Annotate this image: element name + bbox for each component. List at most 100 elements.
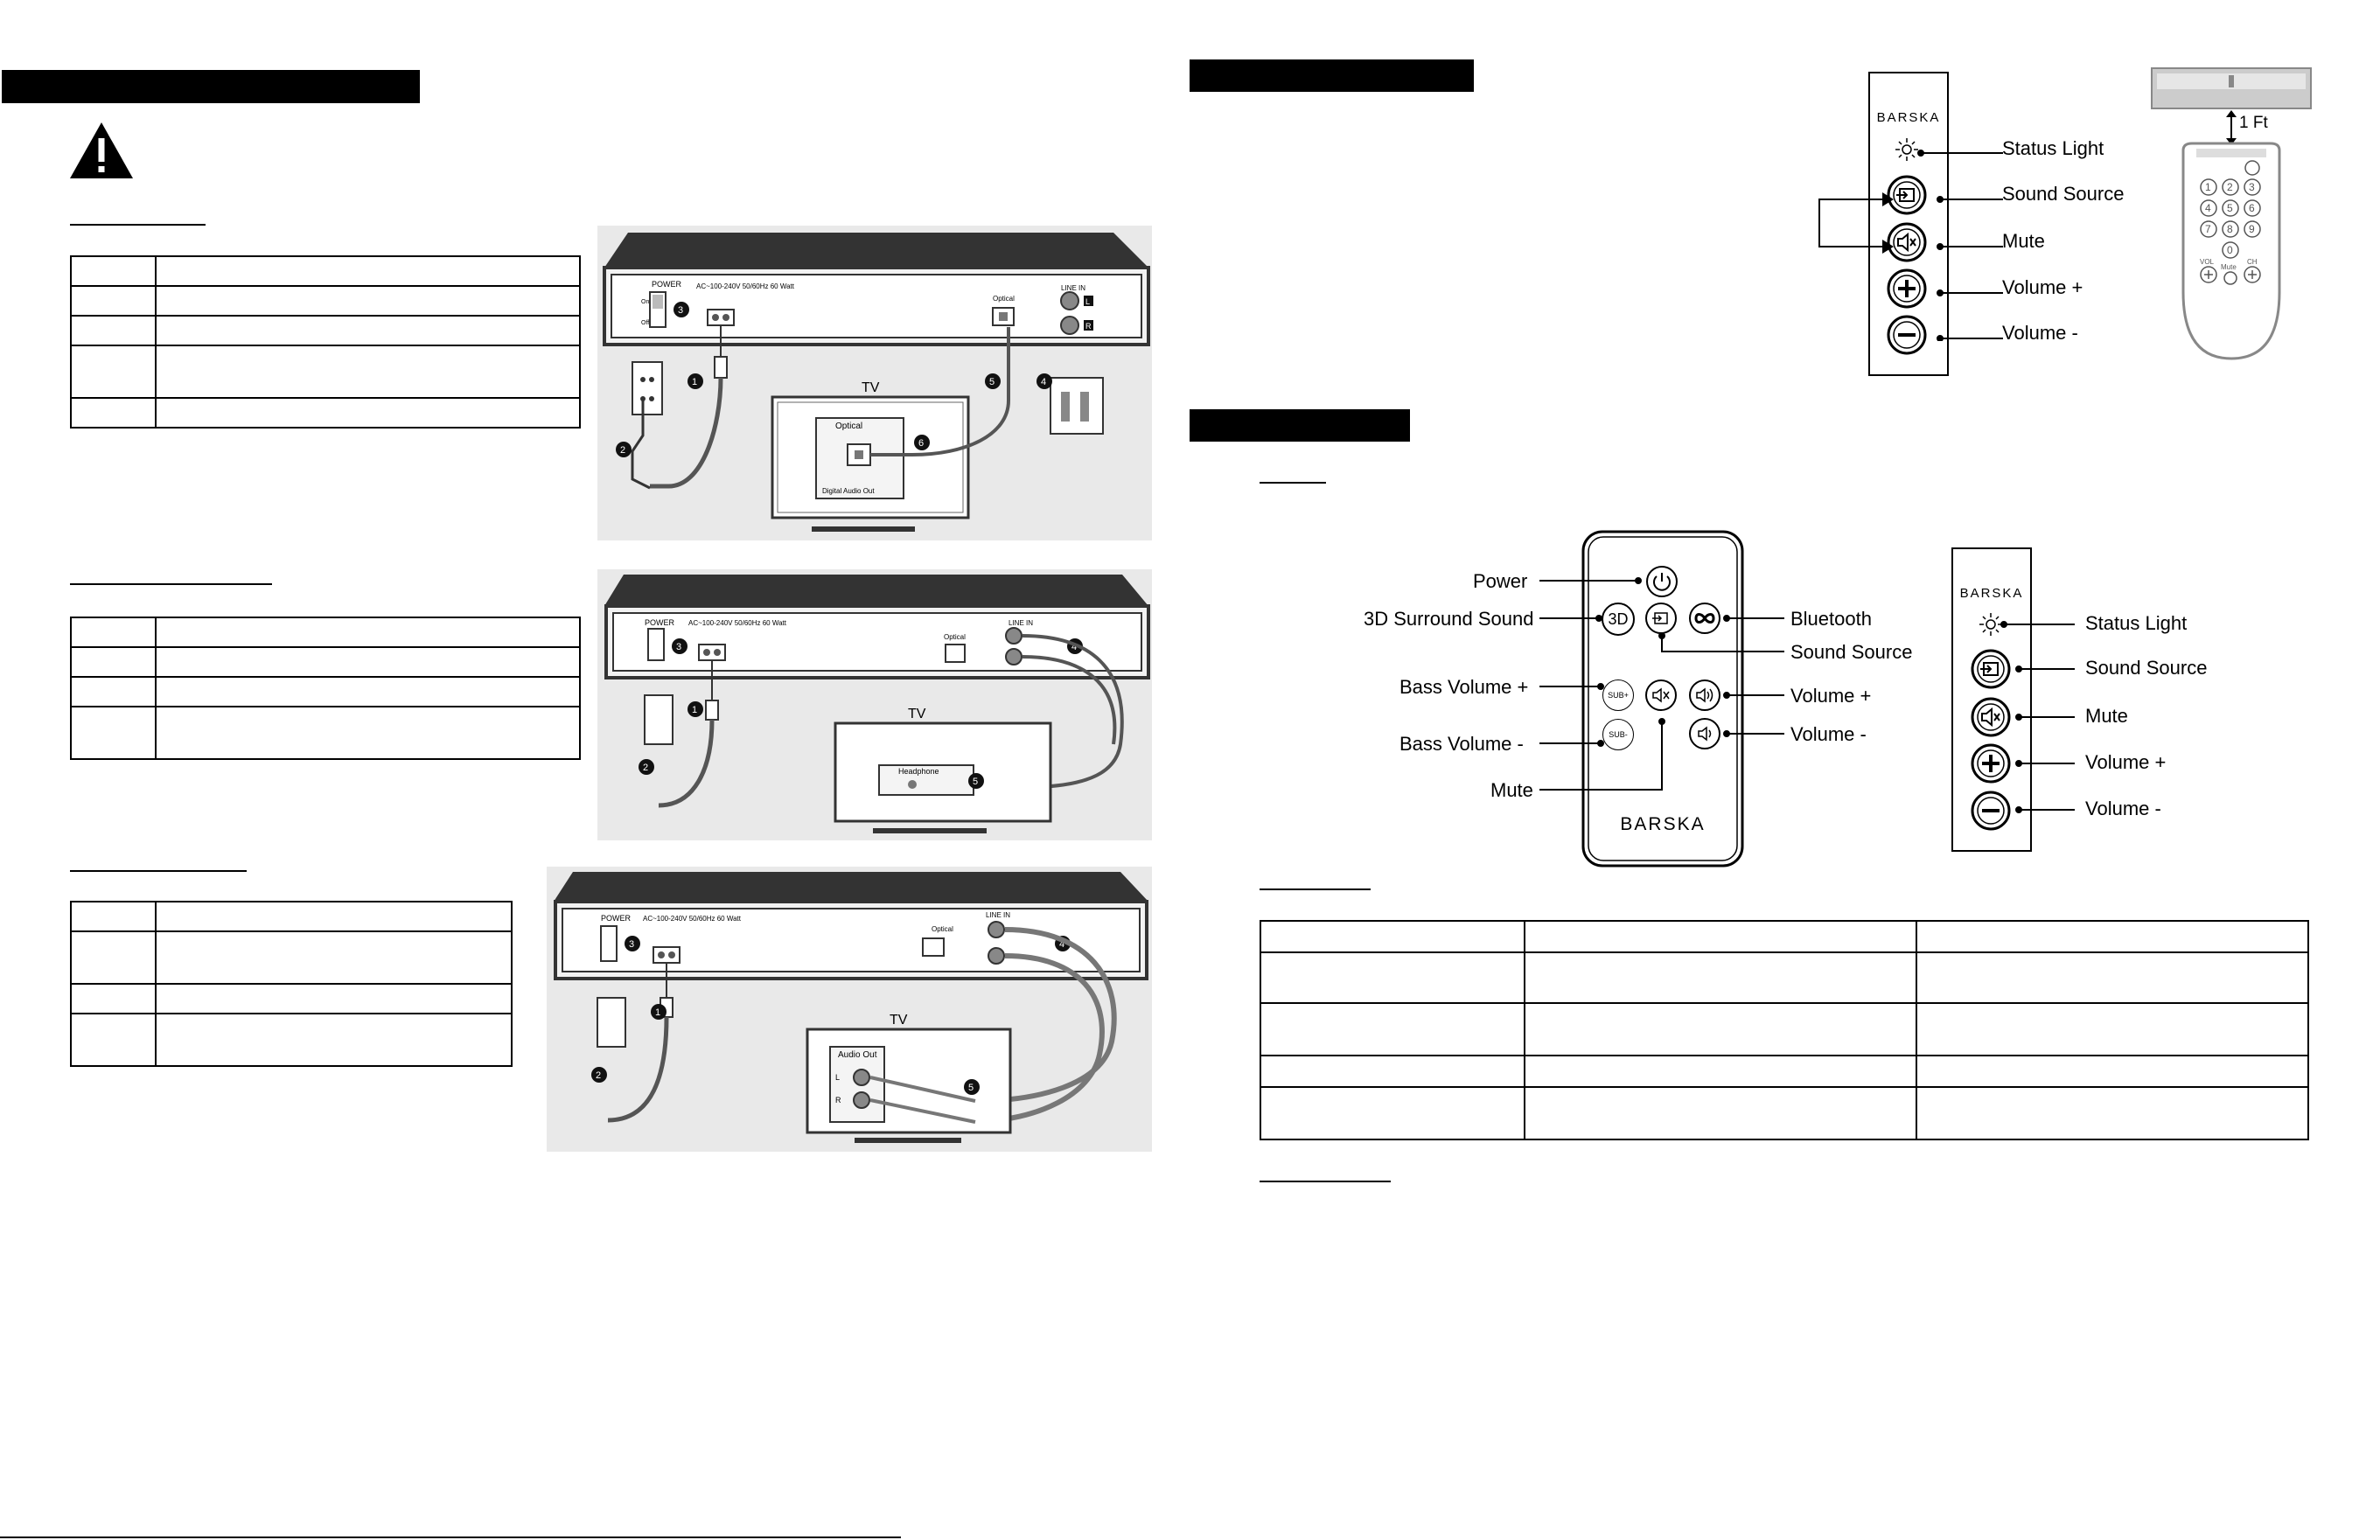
label-volume-down: Volume - [2002,322,2078,344]
warning-icon [70,122,133,178]
label-bluetooth: Bluetooth [1790,608,1872,630]
svg-text:5: 5 [989,377,995,387]
label-volume-up: Volume + [2002,276,2083,298]
callout-lines-bottom-panel [2000,621,2075,813]
section-header-bar-right-2 [1190,409,1410,442]
svg-text:2: 2 [596,1070,601,1081]
svg-text:1: 1 [692,377,697,387]
svg-text:2: 2 [620,445,625,456]
remote-volume-down-button[interactable] [1688,717,1721,750]
label-remote-volume-up: Volume + [1790,685,1872,707]
svg-text:TV: TV [862,380,880,395]
subsection-heading-3 [70,870,247,872]
svg-text:1: 1 [2205,181,2211,193]
mute-button[interactable] [1886,221,1928,263]
panel-volume-up-button[interactable] [1970,742,2012,784]
remote-sound-source-button[interactable] [1644,602,1678,635]
svg-text:TV: TV [890,1013,908,1028]
svg-text:R: R [835,1096,841,1104]
label-mute: Mute [2002,230,2045,252]
svg-text:3: 3 [629,939,634,950]
label-remote-volume-down: Volume - [1790,723,1867,745]
tv-remote-buttons: 1 2 3 4 5 6 7 8 9 0 VOL CH Mute [2200,178,2261,285]
section-header-bar-left [2,70,420,103]
sound-source-button[interactable] [1886,174,1928,216]
volume-down-button[interactable] [1886,314,1928,356]
svg-text:POWER: POWER [645,618,675,627]
svg-text:LINE IN: LINE IN [1009,619,1033,627]
subsection-heading-1 [70,224,206,226]
svg-text:L: L [835,1073,840,1082]
label-power: Power [1473,570,1528,592]
label-panel-mute: Mute [2085,705,2128,727]
label-status-light: Status Light [2002,137,2104,159]
svg-text:POWER: POWER [601,914,632,923]
headphone-connection-diagram: POWER 3 AC~100-240V 50/60Hz 60 Watt Opti… [597,569,1152,840]
panel-status-light-icon [1979,613,2002,636]
svg-text:2: 2 [2227,181,2233,193]
panel-sound-source-button[interactable] [1970,648,2012,690]
svg-text:L: L [1085,297,1090,306]
label-panel-status-light: Status Light [2085,612,2188,634]
bass-volume-down-button[interactable]: SUB- [1602,719,1634,750]
rca-connection-diagram: POWER 3 AC~100-240V 50/60Hz 60 Watt Opti… [547,867,1152,1152]
svg-text:2: 2 [643,763,648,773]
svg-text:6: 6 [2249,202,2255,214]
label-panel-sound-source: Sound Source [2085,657,2208,679]
panel-brand-logo: BARSKA [1959,586,2024,601]
connection-table-3 [70,901,513,1067]
label-panel-volume-down: Volume - [2085,798,2161,819]
label-remote-sound-source: Sound Source [1790,641,1913,663]
label-3d-surround: 3D Surround Sound [1364,608,1534,630]
remote-volume-up-button[interactable] [1688,679,1721,712]
panel-volume-down-button[interactable] [1970,790,2012,832]
volume-up-button[interactable] [1886,268,1928,310]
svg-text:5: 5 [2227,202,2233,214]
label-bass-volume-down: Bass Volume - [1399,733,1524,755]
svg-text:VOL: VOL [2200,258,2215,266]
surround-3d-button[interactable]: 3D [1602,603,1635,636]
svg-text:Optical: Optical [835,422,862,431]
svg-text:5: 5 [973,777,978,787]
svg-text:1 Ft: 1 Ft [2239,114,2268,132]
bottom-rule [0,1537,901,1538]
optical-connection-diagram: POWER On Off 3 AC~100-240V 50/60Hz 60 Wa… [597,226,1152,540]
svg-text:Mute: Mute [2221,263,2237,271]
callout-lines-remote [1539,577,1784,791]
remote-brand-logo: BARSKA [1620,814,1706,834]
svg-text:0: 0 [2227,244,2233,256]
svg-text:R: R [1085,322,1092,331]
status-light-icon [1895,138,1918,161]
svg-text:Off: Off [641,320,649,326]
panel-mute-button[interactable] [1970,696,2012,738]
power-button[interactable] [1645,565,1679,598]
svg-text:6: 6 [918,438,924,449]
brand-logo: BARSKA [1876,110,1941,125]
svg-text:Digital Audio Out: Digital Audio Out [822,487,875,495]
label-bass-volume-up: Bass Volume + [1399,676,1529,698]
svg-text:4: 4 [1059,939,1064,950]
connection-table-2 [70,617,581,760]
svg-text:LINE IN: LINE IN [986,911,1010,919]
remote-mute-button[interactable] [1644,679,1678,712]
svg-text:4: 4 [1041,377,1046,387]
svg-text:1: 1 [655,1007,660,1018]
label-sound-source: Sound Source [2002,183,2125,205]
section-header-bar-right-1 [1190,59,1474,92]
svg-text:TV: TV [908,707,926,721]
svg-text:3: 3 [676,642,681,652]
svg-text:On: On [641,299,649,305]
subsection-heading-table [1260,888,1371,890]
svg-text:4: 4 [2205,202,2211,214]
svg-text:Headphone: Headphone [898,767,939,776]
svg-text:4: 4 [1071,642,1077,652]
svg-text:1: 1 [692,705,697,715]
svg-text:3: 3 [678,305,683,316]
subsection-heading-remote [1260,482,1326,484]
svg-text:LINE IN: LINE IN [1061,284,1085,292]
bluetooth-button[interactable] [1688,602,1721,635]
svg-text:Optical: Optical [944,633,966,641]
connection-table-1 [70,255,581,429]
bass-volume-up-button[interactable]: SUB+ [1602,679,1634,711]
svg-text:3: 3 [2249,181,2255,193]
